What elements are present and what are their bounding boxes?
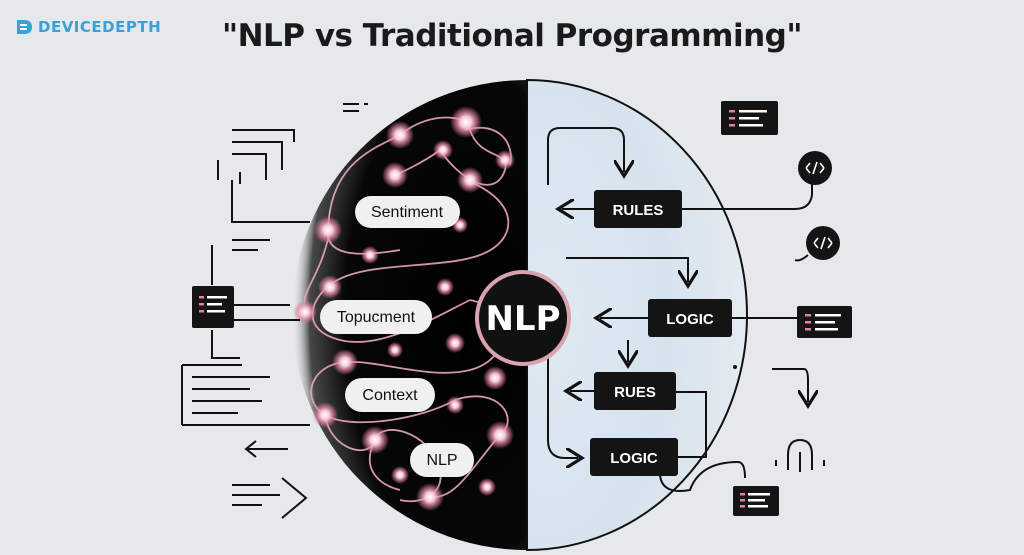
pill-topucment-label: Topucment [337,309,416,326]
rues-box-label: RUES [614,384,656,401]
logic-box-middle: LOGIC [648,299,732,337]
logo-mark-icon [17,20,32,34]
pill-context: Context [345,378,435,412]
document-icon [192,286,234,328]
pill-context-label: Context [362,387,418,404]
pill-nlp: NLP [410,443,474,477]
code-icon [806,226,840,260]
code-icon [798,151,832,185]
traditional-light-hemisphere [526,78,748,552]
flow-connectors [547,127,812,492]
rules-box-top-label: RULES [613,202,664,219]
pill-nlp-label: NLP [426,452,457,469]
touch-icon [775,438,825,472]
left-decorations [181,103,368,519]
rules-box-top: RULES [594,190,682,228]
document-icon [797,306,852,338]
pill-sentiment: Sentiment [355,196,460,228]
logo-text: DEVICEDEPTH [38,18,162,36]
rues-box: RUES [594,372,676,410]
page-title: "NLP vs Traditional Programming" [221,18,803,54]
logic-box-bottom-label: LOGIC [610,450,658,467]
logic-box-middle-label: LOGIC [666,311,714,328]
logic-box-bottom: LOGIC [590,438,678,476]
center-nlp-label: NLP [485,299,560,339]
pill-sentiment-label: Sentiment [371,204,444,221]
center-nlp-badge: NLP [475,270,571,366]
document-icon [721,101,778,135]
neural-nodes [293,106,515,511]
brand-logo: DEVICEDEPTH [16,18,161,36]
document-icon [733,486,779,516]
pill-topucment: Topucment [320,300,432,334]
